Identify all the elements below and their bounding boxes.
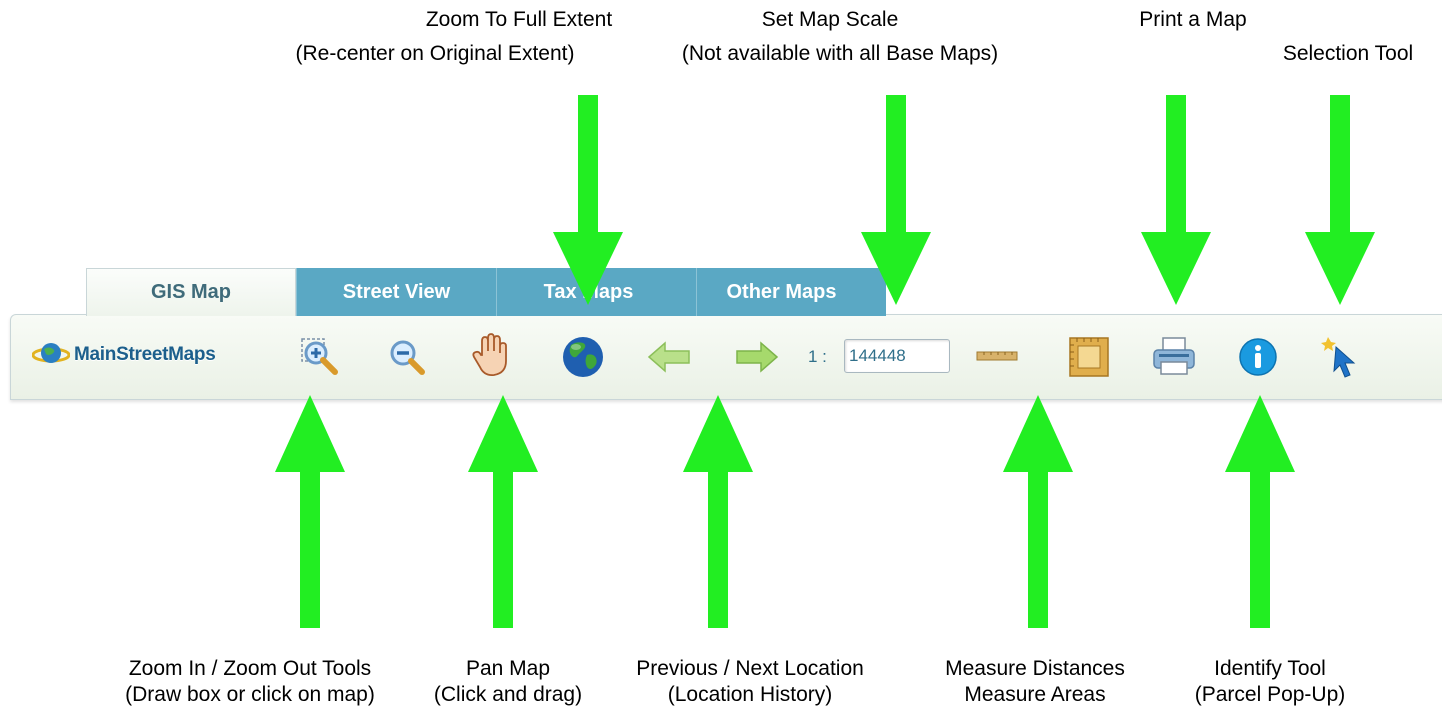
identify-button[interactable] (1236, 335, 1280, 379)
logo-text: MainStreetMaps (74, 344, 216, 365)
selection-tool-button[interactable] (1318, 332, 1362, 380)
caption-line: (Parcel Pop-Up) (1194, 683, 1346, 706)
tab-street-view[interactable]: Street View (296, 268, 496, 316)
ruler-icon (976, 351, 1018, 361)
caption-map-scale-sub: (Not available with all Base Maps) (630, 41, 1050, 67)
arrow-pan (468, 395, 538, 628)
caption-map-scale: Set Map Scale (700, 7, 960, 33)
caption-measure: Measure Distances Measure Areas (915, 656, 1155, 708)
caption-line: (Re-center on Original Extent) (295, 42, 575, 65)
caption-line: (Location History) (667, 683, 833, 706)
arrow-identify (1225, 395, 1295, 628)
caption-history: Previous / Next Location (Location Histo… (600, 656, 900, 708)
previous-location-button[interactable] (644, 338, 694, 376)
arrow-measure (1003, 395, 1073, 628)
measure-area-button[interactable] (1066, 334, 1112, 380)
caption-line: Selection Tool (1282, 42, 1414, 65)
caption-line: Measure Distances (945, 657, 1125, 680)
tab-label: GIS Map (150, 281, 231, 303)
zoom-in-icon (301, 338, 338, 375)
caption-line: (Click and drag) (433, 683, 583, 706)
pan-button[interactable] (470, 332, 514, 380)
caption-line: Zoom In / Zoom Out Tools (128, 657, 372, 680)
arrow-history (683, 395, 753, 628)
caption-pan: Pan Map (Click and drag) (418, 656, 598, 708)
logo-globe-icon (32, 343, 70, 363)
caption-print: Print a Map (1108, 7, 1278, 33)
arrow-full-extent (553, 95, 623, 305)
caption-selection: Selection Tool (1260, 41, 1436, 67)
info-icon (1239, 338, 1277, 376)
caption-line: Set Map Scale (761, 8, 899, 31)
back-arrow-icon (647, 341, 690, 373)
caption-line: (Draw box or click on map) (125, 683, 375, 706)
tab-gis-map[interactable]: GIS Map (86, 268, 296, 316)
zoom-in-button[interactable] (298, 335, 342, 379)
caption-line: Measure Areas (964, 683, 1106, 706)
arrow-selection (1305, 95, 1375, 305)
arrow-zoom (275, 395, 345, 628)
print-button[interactable] (1150, 334, 1198, 380)
caption-full-extent: Zoom To Full Extent (382, 7, 662, 33)
caption-line: Pan Map (465, 657, 551, 680)
caption-line: Identify Tool (1214, 657, 1326, 680)
caption-line: Print a Map (1139, 8, 1247, 31)
mainstreetmaps-logo: MainStreetMaps (32, 340, 216, 370)
caption-line: Zoom To Full Extent (425, 8, 613, 31)
caption-line: (Not available with all Base Maps) (681, 42, 999, 65)
caption-line: Previous / Next Location (636, 657, 864, 680)
zoom-out-icon (390, 340, 425, 375)
pan-hand-icon (472, 333, 507, 376)
globe-icon (563, 337, 603, 377)
caption-zoom-tools: Zoom In / Zoom Out Tools (Draw box or cl… (85, 656, 415, 708)
forward-arrow-icon (736, 341, 779, 373)
printer-icon (1153, 337, 1195, 375)
map-scale-input[interactable] (844, 339, 950, 373)
arrow-map-scale (861, 95, 931, 305)
tab-label: Street View (342, 280, 451, 303)
full-extent-button[interactable] (560, 334, 606, 380)
caption-full-extent-sub: (Re-center on Original Extent) (245, 41, 625, 67)
area-measure-icon (1069, 337, 1109, 377)
selection-pointer-icon (1321, 337, 1356, 378)
tab-label: Other Maps (726, 280, 837, 303)
arrow-print (1141, 95, 1211, 305)
map-toolbar (10, 314, 1442, 400)
measure-distance-button[interactable] (975, 344, 1019, 368)
next-location-button[interactable] (732, 338, 782, 376)
scale-prefix: 1 : (808, 347, 827, 366)
zoom-out-button[interactable] (385, 335, 429, 379)
tab-other-maps[interactable]: Other Maps (696, 268, 886, 316)
caption-identify: Identify Tool (Parcel Pop-Up) (1170, 656, 1370, 708)
